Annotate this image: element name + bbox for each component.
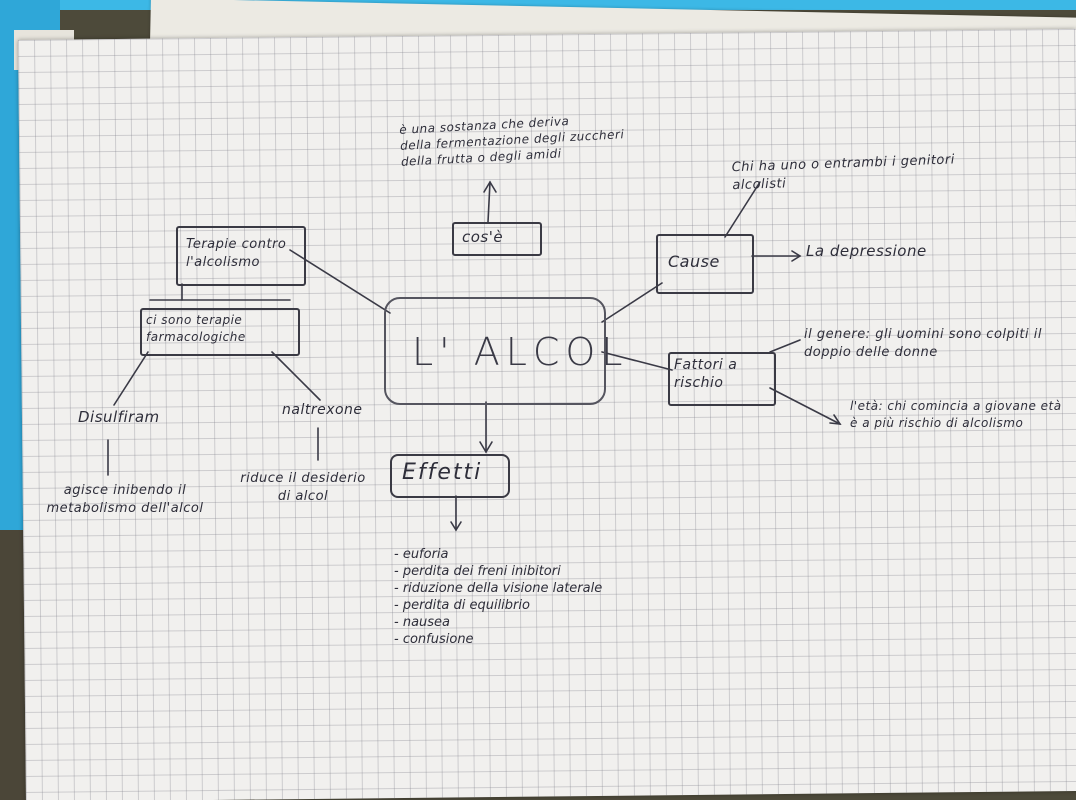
farmacologiche-node-box xyxy=(140,308,300,356)
list-item: - perdita di equilibrio xyxy=(394,598,530,613)
center-node-title: L' ALCOL xyxy=(412,330,629,374)
list-item: - euforia xyxy=(394,547,449,562)
effetti-node-box xyxy=(390,454,510,498)
farmacologiche-label: ci sono terapie farmacologiche xyxy=(146,313,246,344)
fattori-eta: l'età: chi comincia a giovane età è a pi… xyxy=(850,399,1062,430)
naltrexone-description: riduce il desiderio di alcol xyxy=(240,471,366,504)
list-item: - nausea xyxy=(394,615,451,630)
fattori-genere: il genere: gli uomini sono colpiti il do… xyxy=(804,327,1042,360)
effetti-list: - euforia - perdita dei freni inibitori … xyxy=(394,546,602,648)
cose-node-box xyxy=(452,222,542,256)
cause-node-label: Cause xyxy=(668,252,720,271)
cause-depressione: La depressione xyxy=(806,242,927,260)
naltrexone-label: naltrexone xyxy=(282,402,363,418)
list-item: - perdita dei freni inibitori xyxy=(394,564,561,579)
list-item: - riduzione della visione laterale xyxy=(394,581,603,596)
fattori-node-box xyxy=(668,352,776,406)
disulfiram-label: Disulfiram xyxy=(78,408,160,426)
disulfiram-description: agisce inibendo il metabolismo dell'alco… xyxy=(46,483,204,516)
terapie-node-box xyxy=(176,226,306,286)
center-node-box xyxy=(384,297,606,405)
terapie-node-label: Terapie contro l'alcolismo xyxy=(186,237,287,270)
effetti-node-label: Effetti xyxy=(402,460,483,485)
cose-node-label: cos'è xyxy=(462,228,504,246)
fattori-node-label: Fattori a rischio xyxy=(674,357,738,391)
background-top xyxy=(0,0,1076,10)
list-item: - confusione xyxy=(394,632,474,647)
cause-node-box xyxy=(656,234,754,294)
